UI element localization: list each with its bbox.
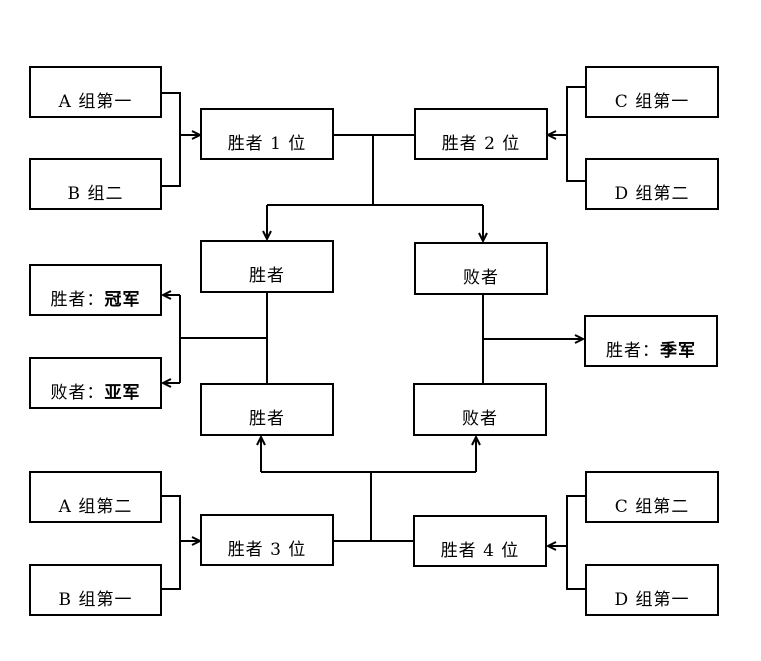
connector-a1 <box>161 92 181 135</box>
node-d-group-second-label: D 组第二 <box>614 183 690 204</box>
node-runner-up-label: 败者： <box>50 382 105 403</box>
connector-d1 <box>566 546 585 590</box>
node-semi-loser-label: 败者 <box>463 268 499 288</box>
connector-c1 <box>566 86 585 135</box>
node-winner-3: 胜者 3 位 <box>200 514 334 566</box>
node-d-group-first-label: D 组第一 <box>614 589 690 610</box>
node-semi2-loser: 败者 <box>413 383 547 436</box>
node-third-place-value: 季军 <box>660 340 696 361</box>
node-semi-winner: 胜者 <box>200 240 334 293</box>
connector-b2 <box>161 135 181 187</box>
node-third-place-label: 胜者： <box>606 340 660 361</box>
node-winner-1: 胜者 1 位 <box>200 108 334 160</box>
node-a-group-first: A 组第一 <box>29 66 162 118</box>
node-semi2-loser-label: 败者 <box>462 409 498 429</box>
node-winner-1-label: 胜者 1 位 <box>227 133 307 154</box>
node-winner-2-label: 胜者 2 位 <box>441 133 521 154</box>
node-c-group-second: C 组第二 <box>585 471 719 523</box>
node-winner-2: 胜者 2 位 <box>414 108 548 160</box>
node-b-group-second: B 组二 <box>29 158 162 210</box>
node-winner-4: 胜者 4 位 <box>413 515 547 567</box>
node-a-group-second-label: A 组第二 <box>58 496 133 517</box>
node-winner-4-label: 胜者 4 位 <box>440 540 520 561</box>
node-runner-up-value: 亚军 <box>104 382 141 403</box>
connector-d2 <box>566 135 585 182</box>
node-semi2-winner-label: 胜者 <box>249 409 285 429</box>
node-d-group-second: D 组第二 <box>585 158 719 210</box>
node-a-group-first-label: A 组第一 <box>58 91 133 112</box>
node-champion-value: 冠军 <box>104 289 141 310</box>
connector-b1 <box>161 541 181 590</box>
node-c-group-first-label: C 组第一 <box>614 91 690 112</box>
node-b-group-first: B 组第一 <box>29 564 162 616</box>
connector-a2 <box>161 495 181 541</box>
node-winner-3-label: 胜者 3 位 <box>227 539 307 560</box>
node-d-group-first: D 组第一 <box>585 564 719 616</box>
node-b-group-first-label: B 组第一 <box>58 589 133 610</box>
node-champion: 胜者：冠军 <box>29 264 162 316</box>
node-champion-label: 胜者： <box>50 289 105 310</box>
node-semi-loser: 败者 <box>414 242 548 295</box>
node-third-place: 胜者：季军 <box>584 315 718 367</box>
node-c-group-second-label: C 组第二 <box>614 496 690 517</box>
node-a-group-second: A 组第二 <box>29 471 162 523</box>
node-runner-up: 败者：亚军 <box>29 357 162 409</box>
node-c-group-first: C 组第一 <box>585 66 719 118</box>
node-semi-winner-label: 胜者 <box>249 266 285 286</box>
node-semi2-winner: 胜者 <box>200 383 334 436</box>
node-b-group-second-label: B 组二 <box>67 183 124 204</box>
connector-c2 <box>566 495 585 546</box>
